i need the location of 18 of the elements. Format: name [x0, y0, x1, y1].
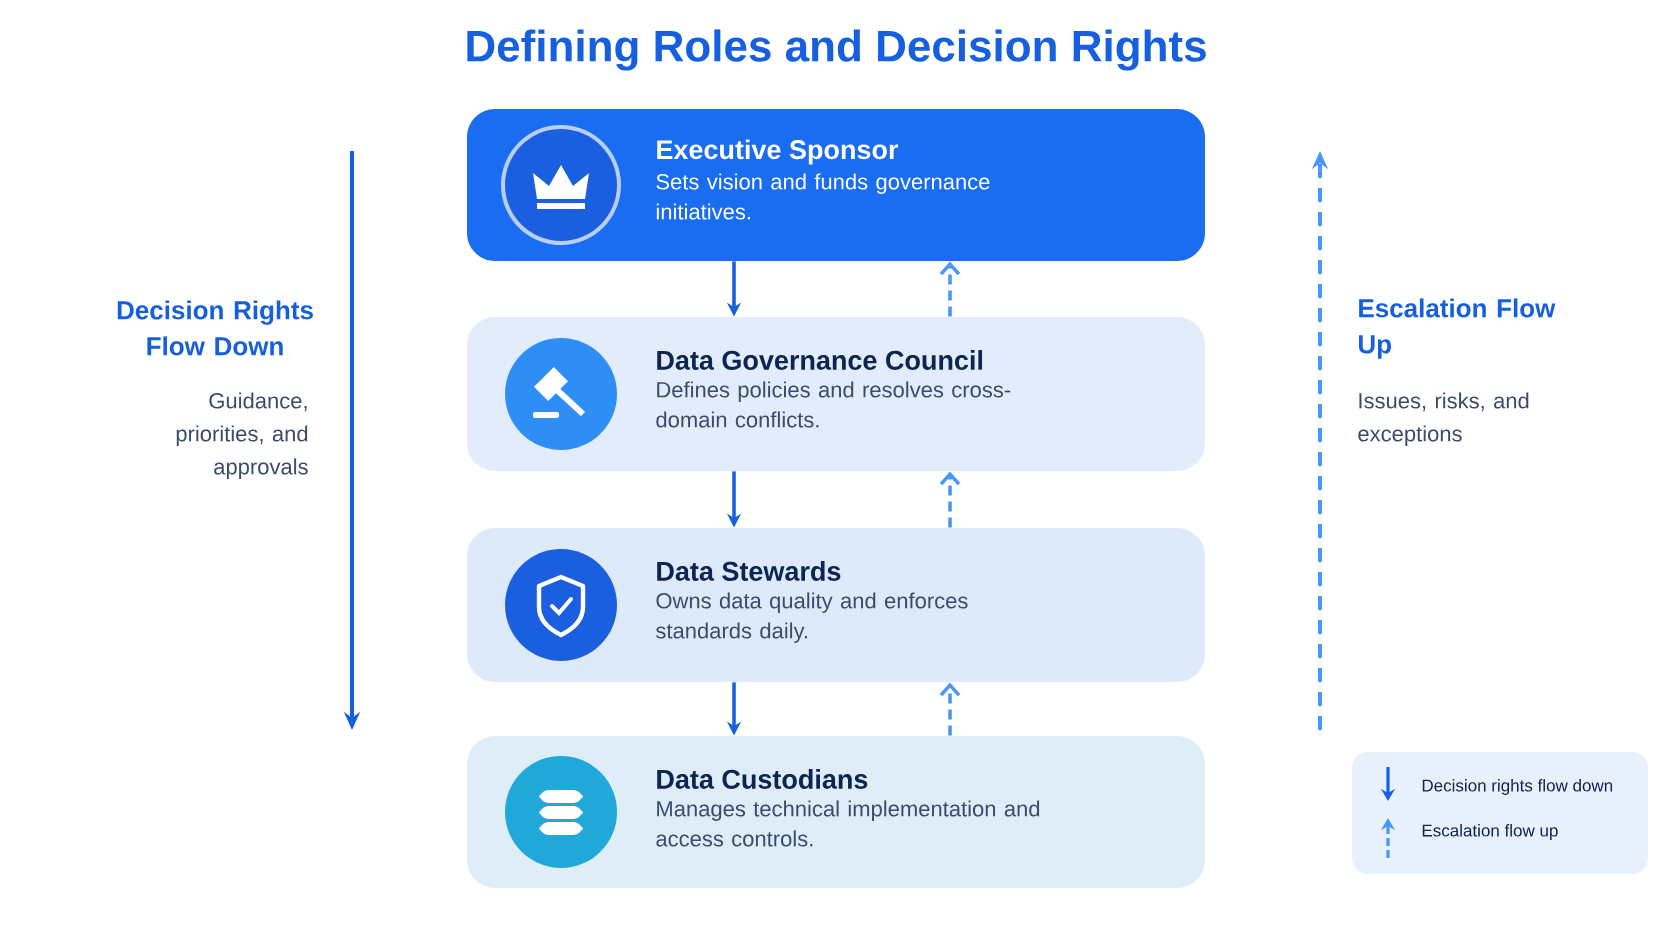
side-heading: Escalation Flow Up [1359, 298, 1556, 359]
legend-text: Decision rights flow down [1422, 779, 1613, 795]
title: Defining Roles and Decision Rights [467, 29, 1206, 71]
role-description: Owns data quality and enforces standards daily. [656, 592, 968, 643]
arrow [939, 471, 961, 528]
legend-text: Escalation flow up [1422, 824, 1558, 840]
side-note: Issues, risks, and exceptions [1358, 392, 1529, 446]
side-note: Guidance, priorities, and approvals [176, 392, 308, 479]
role-description: Manages technical implementation and access controls. [656, 800, 1040, 847]
side-heading: Decision Rights Flow Down [117, 300, 313, 356]
role-title: Data Custodians [657, 769, 868, 789]
role-description: Sets vision and funds governance initiatives. [656, 173, 990, 220]
role-title: Executive Sponsor [657, 139, 899, 165]
role-description: Defines policies and resolves cross-domain conflicts. [656, 381, 1011, 428]
role-title: Data Governance Council [657, 350, 983, 370]
arrow [939, 682, 961, 736]
arrow [939, 261, 961, 317]
role-title: Data Stewards [657, 561, 841, 581]
